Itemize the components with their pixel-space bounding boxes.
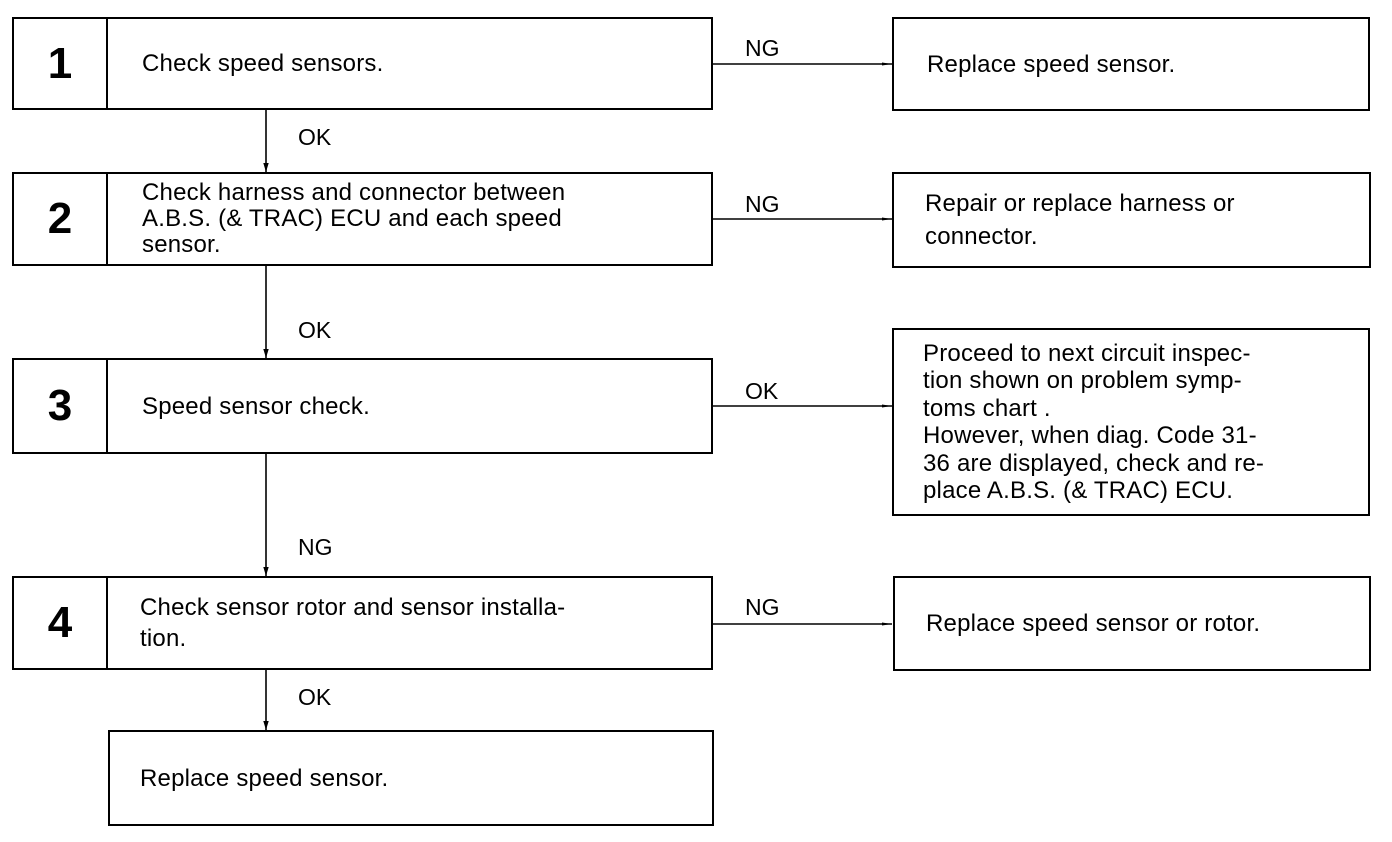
- step-number: 1: [14, 19, 108, 108]
- down-label-1: OK: [298, 124, 332, 150]
- step-text: Check speed sensors.: [142, 50, 384, 77]
- step-number: 2: [14, 174, 108, 264]
- result-box-4: Replace speed sensor or rotor.: [893, 576, 1371, 671]
- step-number: 3: [14, 360, 108, 452]
- side-label-4: NG: [745, 594, 780, 620]
- down-label-4: OK: [298, 684, 332, 710]
- result-box-3: Proceed to next circuit inspec- tion sho…: [892, 328, 1370, 516]
- result-text: Repair or replace harness or connector.: [925, 190, 1235, 250]
- step-text: Check sensor rotor and sensor installa- …: [140, 594, 566, 652]
- side-label-1: NG: [745, 35, 780, 61]
- down-label-2: OK: [298, 317, 332, 343]
- step-text: Check harness and connector between A.B.…: [142, 179, 566, 258]
- result-text: Replace speed sensor or rotor.: [926, 610, 1261, 637]
- step-number: 4: [14, 578, 108, 668]
- result-text: Replace speed sensor.: [927, 50, 1176, 78]
- side-label-2: NG: [745, 191, 780, 217]
- step-box-4: 4 Check sensor rotor and sensor installa…: [12, 576, 713, 670]
- final-box: Replace speed sensor.: [108, 730, 714, 826]
- step-box-3: 3 Speed sensor check.: [12, 358, 713, 454]
- result-text: Proceed to next circuit inspec- tion sho…: [923, 339, 1265, 505]
- result-box-1: Replace speed sensor.: [892, 17, 1370, 111]
- side-label-3: OK: [745, 378, 779, 404]
- down-label-3: NG: [298, 534, 333, 560]
- step-box-1: 1 Check speed sensors.: [12, 17, 713, 110]
- final-text: Replace speed sensor.: [140, 764, 389, 792]
- step-box-2: 2 Check harness and connector between A.…: [12, 172, 713, 266]
- step-text: Speed sensor check.: [142, 392, 370, 420]
- result-box-2: Repair or replace harness or connector.: [892, 172, 1371, 268]
